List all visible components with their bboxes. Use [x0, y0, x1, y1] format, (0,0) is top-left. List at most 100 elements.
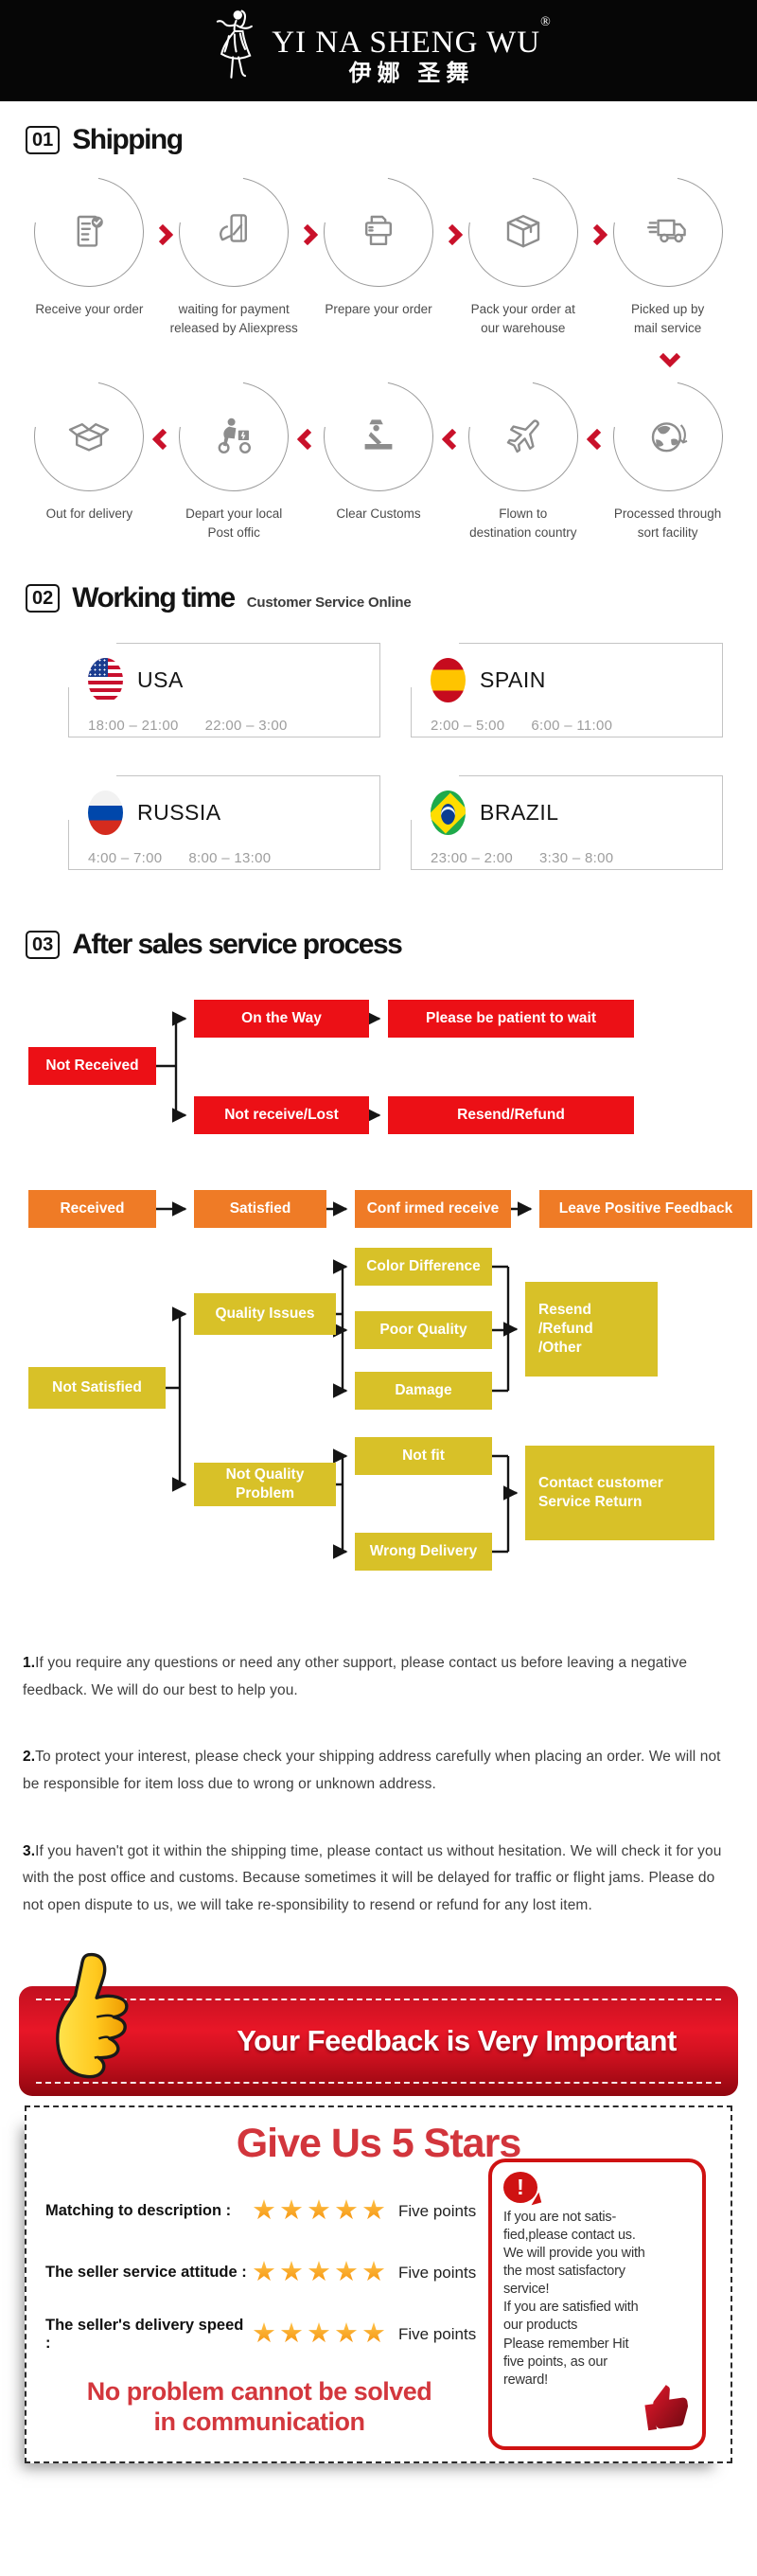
shipping-step: Picked up by mail service [595, 177, 740, 340]
five-stars-icon: ★★★★★ [252, 2195, 389, 2227]
shipping-step: Out for delivery [17, 382, 162, 544]
note-text: If you are not satis- fied,please contac… [503, 2209, 645, 2388]
brand-name: YI NA SHENG WU® [272, 15, 552, 61]
step-label: Clear Customs [336, 506, 421, 521]
note-paragraph-1: 1.If you require any questions or need a… [23, 1655, 688, 1698]
rating-points: Five points [398, 2201, 477, 2220]
printer-icon [364, 215, 392, 245]
shipping-step: Pack your order at our warehouse [450, 177, 595, 340]
rating-label: Matching to description : [45, 2202, 232, 2220]
usa-flag-icon [88, 658, 123, 702]
five-stars-icon: ★★★★★ [252, 2318, 389, 2350]
rating-label: The seller service attitude : [45, 2264, 247, 2282]
notes-paragraphs: 1.If you require any questions or need a… [23, 1650, 734, 1920]
country-name: SPAIN [480, 667, 546, 692]
working-time-card-russia: RUSSIA 4:00 – 7:00 8:00 – 13:00 [67, 774, 380, 870]
step-circle [34, 382, 144, 491]
working-time-card-spain: SPAIN 2:00 – 5:00 6:00 – 11:00 [410, 642, 723, 737]
spain-flag-icon [431, 658, 466, 702]
rating-label: The seller's delivery speed : [45, 2316, 244, 2352]
time-range: 2:00 – 5:00 [431, 718, 505, 734]
flow-node-received: Received [28, 1190, 156, 1228]
country-name: RUSSIA [137, 800, 221, 825]
flow-node-leave-positive-feedback: Leave Positive Feedback [539, 1190, 752, 1228]
flow-node-confirmed-receive: Conf irmed receive [355, 1190, 511, 1228]
note-paragraph-3: 3.If you haven't got it within the shipp… [23, 1842, 722, 1914]
row-connector [0, 340, 757, 382]
section-title: Working time [72, 582, 236, 613]
time-range: 22:00 – 3:00 [204, 718, 288, 734]
step-circle [613, 177, 723, 287]
step-label: Depart your local Post offic [185, 506, 283, 541]
section-number-badge: 03 [26, 931, 61, 959]
flow-node-resend-refund-other: Resend /Refund /Other [525, 1282, 658, 1377]
customs-officer-icon [364, 419, 393, 450]
globe-icon [651, 422, 687, 453]
working-time-section-heading: 02 Working time Customer Service Online [26, 582, 757, 614]
registered-mark: ® [540, 15, 552, 30]
step-label: Picked up by mail service [630, 302, 705, 336]
arrow-down-icon [659, 346, 681, 368]
brand-name-chinese: 伊娜 圣舞 [348, 60, 475, 86]
five-stars-title: Give Us 5 Stars [236, 2120, 522, 2166]
shipping-step: Depart your local Post offic [162, 382, 307, 544]
rating-points: Five points [398, 2263, 477, 2282]
shipping-row-2: Out for delivery Depart [17, 382, 740, 544]
section-subtitle: Customer Service Online [246, 595, 412, 611]
country-name: USA [137, 667, 184, 692]
step-circle [179, 177, 289, 287]
time-range: 8:00 – 13:00 [188, 850, 272, 866]
step-circle [324, 177, 433, 287]
section-title: Shipping [72, 124, 184, 155]
flow-node-color-difference: Color Difference [355, 1248, 492, 1286]
satisfaction-note: ! If you are not satis- fied,please cont… [488, 2158, 706, 2450]
shipping-step: Flown to destination country [450, 382, 595, 544]
flow-node-not-received: Not Received [28, 1047, 156, 1085]
step-label: waiting for payment released by Aliexpre… [169, 302, 298, 336]
time-range: 4:00 – 7:00 [88, 850, 163, 866]
flow-node-poor-quality: Poor Quality [355, 1311, 492, 1349]
payment-card-icon [220, 214, 248, 242]
time-range: 18:00 – 21:00 [88, 718, 179, 734]
working-time-card-usa: USA 18:00 – 21:00 22:00 – 3:00 [67, 642, 380, 737]
flow-node-satisfied: Satisfied [194, 1190, 326, 1228]
header: YI NA SHENG WU® 伊娜 圣舞 [0, 0, 757, 101]
step-label: Receive your order [35, 302, 144, 316]
flow-node-resend-refund: Resend/Refund [388, 1096, 634, 1134]
flow-node-contact-customer: Contact customer Service Return [525, 1446, 714, 1540]
working-time-grid: USA 18:00 – 21:00 22:00 – 3:00 SPAIN 2:0… [67, 642, 723, 870]
time-range: 3:30 – 8:00 [539, 850, 614, 866]
time-range: 6:00 – 11:00 [531, 718, 613, 734]
shipping-section-heading: 01 Shipping [26, 124, 757, 156]
five-stars-box: Give Us 5 Stars Matching to description … [25, 2105, 732, 2464]
package-box-icon [506, 215, 539, 248]
red-thumbs-up-icon [638, 2379, 696, 2442]
shipping-step: Receive your order [17, 177, 162, 340]
time-range: 23:00 – 2:00 [431, 850, 514, 866]
step-circle [179, 382, 289, 491]
step-circle [324, 382, 433, 491]
rating-points: Five points [398, 2324, 477, 2343]
section-number-badge: 02 [26, 584, 61, 613]
russia-flag-icon [88, 791, 123, 835]
step-label: Processed through sort facility [613, 506, 722, 541]
shipping-row-1: Receive your order waiting for payment r… [17, 177, 740, 340]
note-paragraph-2: 2.To protect your interest, please check… [23, 1749, 721, 1793]
delivery-scooter-icon [218, 417, 252, 453]
shipping-step: Processed through sort facility [595, 382, 740, 544]
shipping-step: Clear Customs [307, 382, 451, 544]
closing-message: No problem cannot be solved in communica… [86, 2376, 432, 2437]
flow-node-wrong-delivery: Wrong Delivery [355, 1533, 492, 1571]
brazil-flag-icon [431, 791, 466, 835]
airplane-icon [506, 419, 539, 453]
working-time-card-brazil: BRAZIL 23:00 – 2:00 3:30 – 8:00 [410, 774, 723, 870]
rating-rows: Matching to description : ★★★★★ Five poi… [45, 2192, 731, 2354]
rating-row: The seller's delivery speed : ★★★★★ Five… [45, 2315, 731, 2354]
flow-node-not-fit: Not fit [355, 1437, 492, 1475]
flow-node-damage: Damage [355, 1372, 492, 1410]
shipping-step: Prepare your order [307, 177, 451, 340]
order-checklist-icon [77, 215, 104, 247]
rating-row: The seller service attitude : ★★★★★ Five… [45, 2253, 731, 2293]
delivery-truck-icon [646, 219, 686, 243]
section-number-badge: 01 [26, 126, 61, 154]
